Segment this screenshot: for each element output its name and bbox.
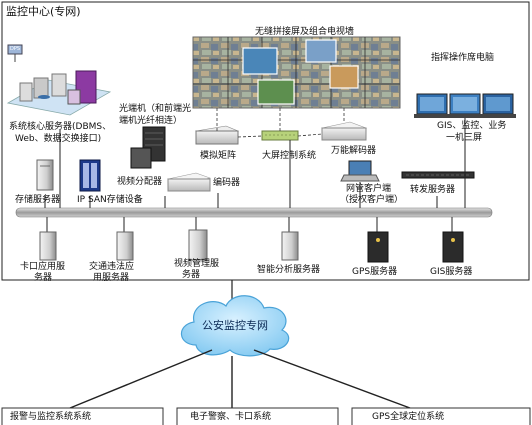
- cloud-to-subsystem-lines: [69, 349, 411, 409]
- bottom-server-label-3a: 视频管理服: [174, 259, 220, 269]
- analog-matrix-label: 模拟矩阵: [200, 151, 237, 161]
- subsystem-boxes: [1, 407, 531, 425]
- optical-transceiver-graphic: [130, 126, 166, 169]
- monitoring-center-frame: [1, 1, 530, 281]
- subsystem-label-2: 电子警察、卡口系统: [190, 412, 272, 422]
- optical-transceiver-label-2: 端机光纤相连）: [119, 116, 183, 126]
- forward-server-label: 转发服务器: [410, 185, 456, 195]
- network-bus: [15, 207, 493, 218]
- page-title: 监控中心(专网): [6, 5, 81, 18]
- cloud-graphic: [180, 295, 290, 357]
- upper-drop-lines: [44, 118, 466, 208]
- cloud-label: 公安监控专网: [202, 319, 268, 332]
- storage-server-label: 存储服务器: [15, 195, 61, 205]
- command-pc-desc-1: GIS、监控、业务: [437, 121, 507, 131]
- encoder-label: 编码器: [213, 178, 241, 188]
- forward-server-graphic: [401, 171, 475, 179]
- universal-decoder-graphic: [320, 121, 368, 141]
- bottom-server-label-3b: 务器: [182, 270, 201, 280]
- command-pc-graphic: [414, 93, 516, 118]
- ip-san-label: IP SAN存储设备: [77, 195, 143, 205]
- bottom-server-towers: [39, 229, 464, 263]
- bottom-server-label-2b: 用服务器: [93, 273, 130, 283]
- dps-badge: DPS: [9, 46, 21, 52]
- command-pc-label: 指挥操作席电脑: [431, 53, 495, 63]
- screen-control-graphic: [261, 130, 299, 141]
- subsystem-label-1: 报警与监控系统系统: [10, 412, 92, 422]
- core-server-cluster-graphic: [6, 44, 112, 116]
- lower-drop-lines: [46, 217, 453, 232]
- optical-transceiver-label-1: 光端机（和前端光: [119, 104, 192, 114]
- bottom-server-label-1b: 务器: [34, 273, 53, 283]
- video-wall-graphic: [192, 36, 401, 109]
- bottom-server-label-4: 智能分析服务器: [257, 265, 321, 275]
- core-server-label-2: Web、数据交换接口): [15, 134, 102, 144]
- core-server-label-1: 系统核心服务器(DBMS、: [9, 122, 112, 132]
- video-distributor-label: 视频分配器: [117, 177, 163, 187]
- ip-san-graphic: [79, 159, 101, 192]
- subsystem-label-3: GPS全球定位系统: [372, 412, 445, 422]
- bottom-server-label-1a: 卡口应用服: [20, 262, 66, 272]
- command-pc-desc-2: 一机三屏: [446, 133, 483, 143]
- encoder-graphic: [166, 172, 212, 192]
- screen-control-label: 大屏控制系统: [262, 151, 317, 161]
- bottom-server-label-2a: 交通违法应: [89, 262, 135, 272]
- storage-server-graphic: [36, 159, 54, 191]
- bottom-server-label-5: GPS服务器: [352, 267, 398, 277]
- net-client-label-2: （授权客户端）: [340, 195, 404, 205]
- net-client-label-1: 网管客户端: [346, 184, 392, 194]
- universal-decoder-label: 万能解码器: [331, 146, 377, 156]
- net-client-graphic: [340, 160, 380, 182]
- bottom-server-label-6: GIS服务器: [430, 267, 473, 277]
- device-connectors: [216, 108, 345, 138]
- video-wall-label: 无缝拼接屏及组合电视墙: [255, 27, 355, 37]
